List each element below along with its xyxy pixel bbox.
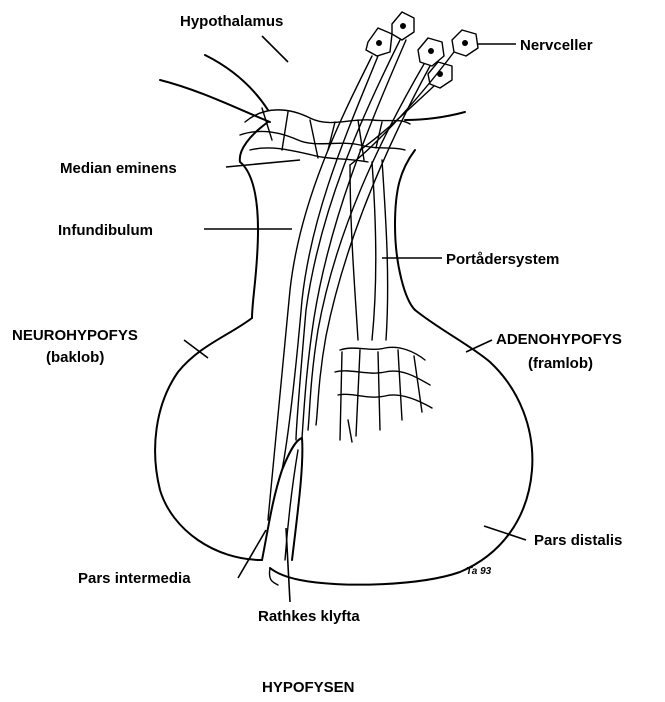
neuron-cell-icon [452, 30, 478, 56]
label-baklob: (baklob) [46, 349, 104, 366]
label-hypothalamus: Hypothalamus [180, 13, 283, 30]
label-pars-intermedia: Pars intermedia [78, 570, 191, 587]
label-framlob: (framlob) [528, 355, 593, 372]
neuron-cell-icon [366, 28, 392, 56]
artist-signature: Ta 93 [466, 566, 492, 577]
capillary-plexus-median-eminence [240, 108, 410, 162]
label-rathkes-klyfta: Rathkes klyfta [258, 608, 360, 625]
label-nervceller: Nervceller [520, 37, 593, 54]
capillary-plexus-adenohypophysis [335, 347, 432, 442]
label-pars-distalis: Pars distalis [534, 532, 622, 549]
label-portadersystem: Portådersystem [446, 251, 559, 268]
label-infundibulum: Infundibulum [58, 222, 153, 239]
label-median-eminens: Median eminens [60, 160, 177, 177]
neuron-cell-icon [418, 38, 444, 66]
pituitary-gland-body [155, 310, 532, 585]
neuron-cell-icon [392, 12, 414, 40]
label-adenohypofys: ADENOHYPOFYS [496, 331, 622, 348]
portal-vessels [350, 160, 388, 340]
diagram-title: HYPOFYSEN [262, 679, 355, 696]
label-neurohypofys: NEUROHYPOFYS [12, 327, 138, 344]
hypothalamus-outline [160, 55, 465, 122]
